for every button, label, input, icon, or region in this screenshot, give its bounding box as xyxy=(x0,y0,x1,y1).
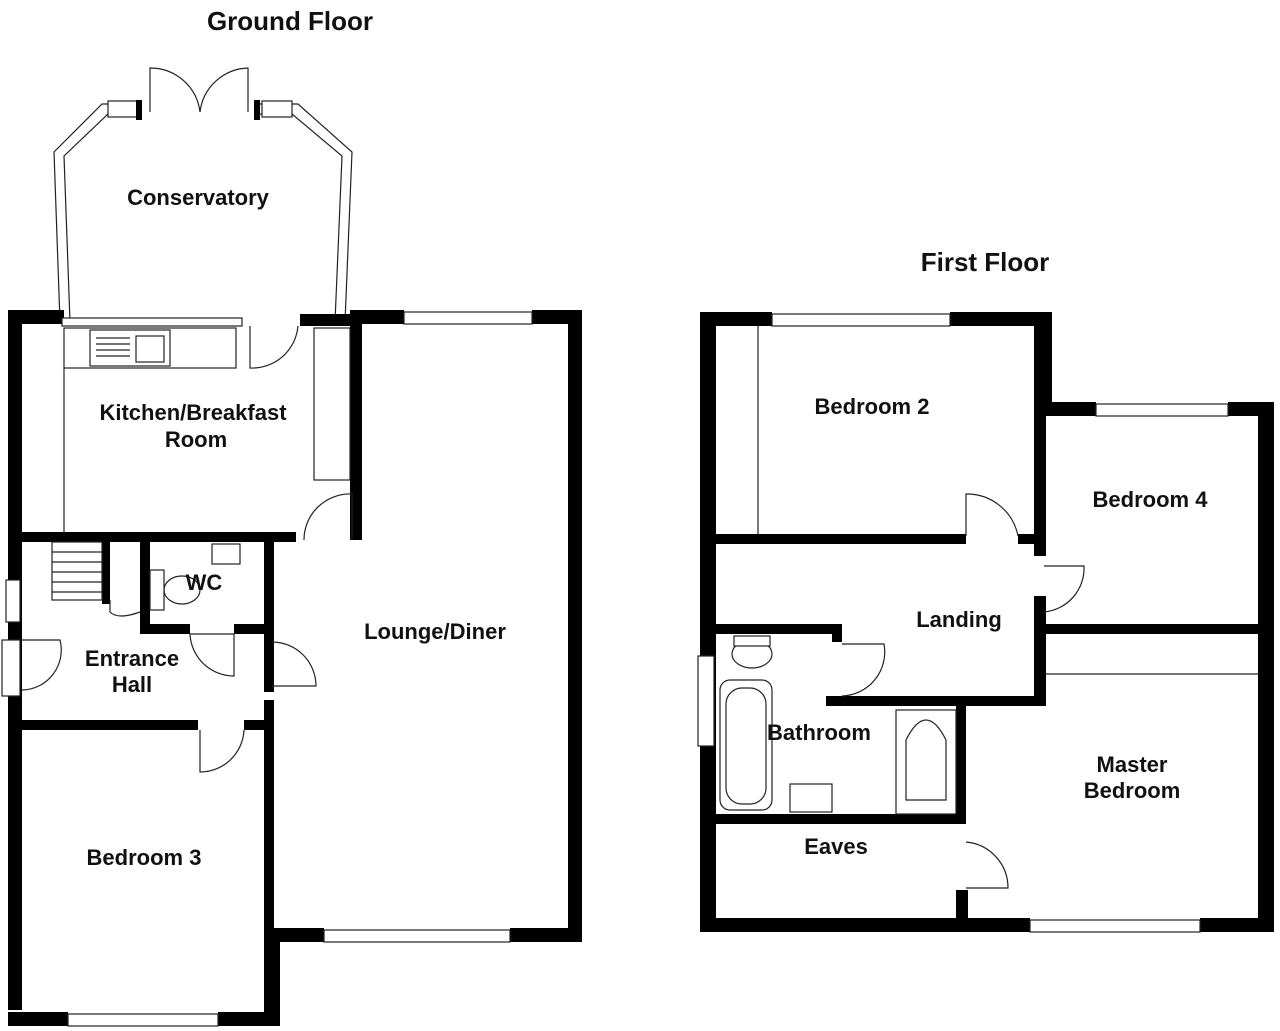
room-label-eaves: Eaves xyxy=(804,834,868,859)
bedroom2-door xyxy=(965,493,1019,537)
room-label-kitchen: Kitchen/Breakfast xyxy=(99,400,287,425)
kitchen-units xyxy=(63,327,351,532)
window xyxy=(67,1013,219,1027)
window xyxy=(1029,919,1201,933)
bedroom3-door xyxy=(199,729,245,773)
lounge-door xyxy=(303,493,353,541)
room-label-landing: Landing xyxy=(916,607,1002,632)
room-label-master: Master xyxy=(1097,752,1168,777)
wc-door xyxy=(189,633,235,677)
bathroom-door xyxy=(841,643,886,697)
conservatory-outline xyxy=(53,67,353,323)
french-door-right xyxy=(199,67,249,113)
room-label-conservatory: Conservatory xyxy=(127,185,270,210)
room-label-bedroom2: Bedroom 2 xyxy=(815,394,930,419)
window xyxy=(323,929,511,943)
bedroom4-door xyxy=(1043,565,1085,613)
ground-floor-plan xyxy=(1,67,582,1027)
ground-floor-title: Ground Floor xyxy=(207,6,373,36)
front-door xyxy=(21,639,62,691)
window xyxy=(771,313,951,327)
room-label-kitchen-line2: Room xyxy=(165,427,227,452)
wc-fittings xyxy=(149,543,241,611)
room-label-hall: Entrance xyxy=(85,646,179,671)
kitchen-door xyxy=(249,325,299,369)
room-label-wc: WC xyxy=(186,570,223,595)
staircase xyxy=(51,541,141,617)
first-floor-title: First Floor xyxy=(921,247,1050,277)
window xyxy=(697,655,715,747)
room-label-bedroom4: Bedroom 4 xyxy=(1093,487,1209,512)
basin xyxy=(789,783,833,813)
window xyxy=(403,311,533,325)
room-label-bathroom: Bathroom xyxy=(767,720,871,745)
basin xyxy=(211,543,241,565)
room-label-bedroom3: Bedroom 3 xyxy=(87,845,202,870)
conservatory-window xyxy=(261,100,293,118)
room-label-master-line2: Bedroom xyxy=(1084,778,1181,803)
shower xyxy=(895,709,957,815)
lounge-hall-door xyxy=(271,641,317,687)
room-label-lounge: Lounge/Diner xyxy=(364,619,506,644)
window xyxy=(5,579,21,623)
conservatory-window xyxy=(107,100,139,118)
french-door-left xyxy=(149,67,201,113)
bathroom-fittings xyxy=(719,635,957,815)
window xyxy=(61,317,243,327)
room-label-hall-line2: Hall xyxy=(112,672,152,697)
first-floor-plan xyxy=(697,312,1274,933)
master-door xyxy=(965,841,1009,889)
window xyxy=(1095,403,1229,417)
